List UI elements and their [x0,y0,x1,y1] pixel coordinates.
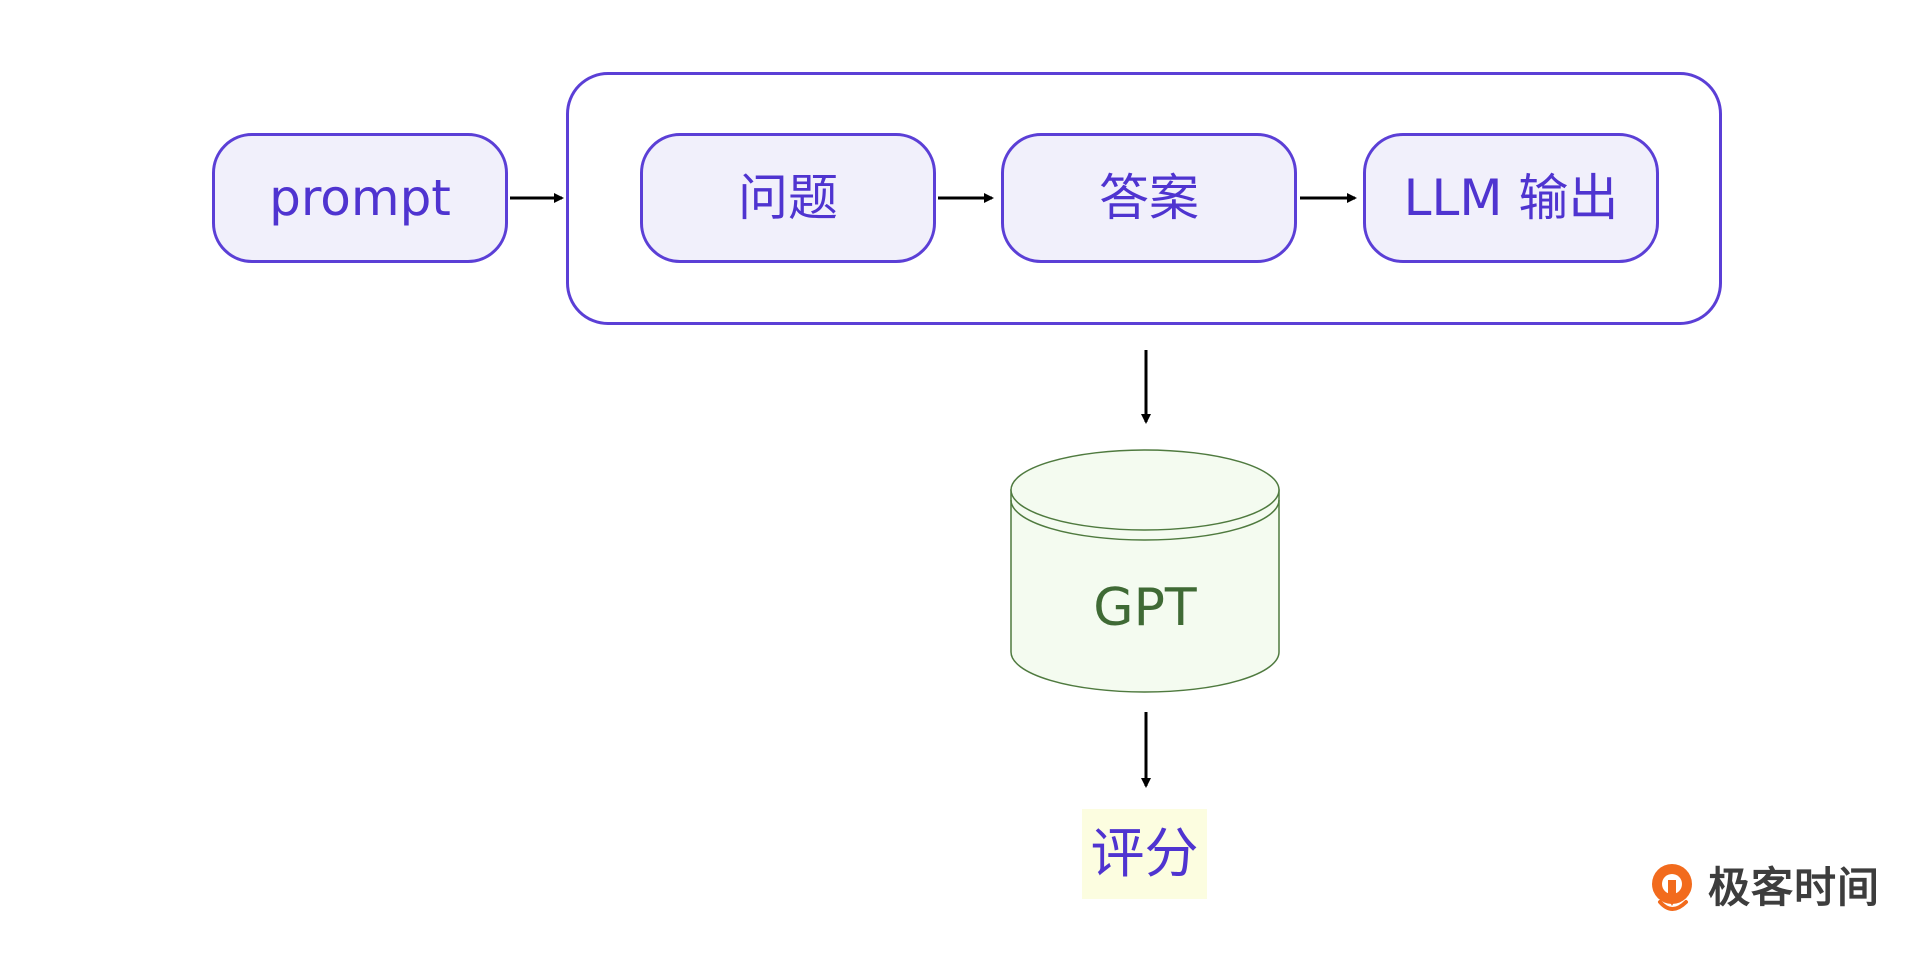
evaluation-group-box [566,72,1722,325]
answer-node: 答案 [1001,133,1297,263]
gpt-database-label: GPT [1093,578,1197,638]
gpt-database-shape [1010,449,1280,693]
brand-watermark: 极客时间 [1646,858,1880,918]
llm-output-node: LLM 输出 [1363,133,1659,263]
score-result: 评分 [1082,809,1207,899]
geektime-logo-icon [1651,864,1692,911]
question-node-label: 问题 [738,169,838,227]
prompt-node: prompt [212,133,508,263]
score-result-label: 评分 [1090,822,1199,885]
llm-output-node-label: LLM 输出 [1403,169,1619,227]
answer-node-label: 答案 [1099,169,1199,227]
brand-name: 极客时间 [1707,863,1880,912]
question-node: 问题 [640,133,936,263]
prompt-node-label: prompt [269,169,451,227]
